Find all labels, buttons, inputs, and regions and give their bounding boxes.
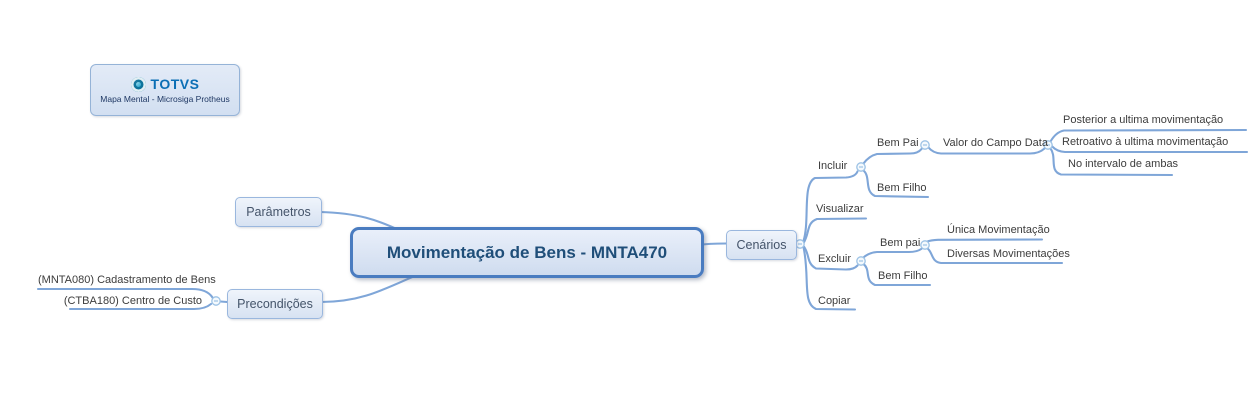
- edge-bempai2-diversas: [925, 246, 1064, 265]
- topic-precondicoes[interactable]: Precondições: [227, 289, 323, 319]
- root-topic[interactable]: Movimentação de Bens - MNTA470: [350, 227, 704, 278]
- topic-valor-campo-data[interactable]: Valor do Campo Data: [943, 137, 1048, 149]
- edge-precondicoes-mnta080: [36, 287, 214, 299]
- topic-bem-filho-excluir[interactable]: Bem Filho: [878, 270, 928, 282]
- edge-valordata-intervalo: [1049, 147, 1174, 177]
- topic-bem-pai-excluir[interactable]: Bem pai: [880, 237, 921, 249]
- totvs-legend-box[interactable]: TOTVS Mapa Mental - Microsiga Protheus: [90, 64, 240, 116]
- edge-precondicoes-ctba180: [68, 302, 213, 311]
- edge-toggle-precondicoes: [219, 300, 229, 304]
- topic-excluir[interactable]: Excluir: [818, 253, 852, 265]
- topic-parametros[interactable]: Parâmetros: [235, 197, 322, 227]
- topic-bem-pai-incluir[interactable]: Bem Pai: [877, 137, 919, 149]
- toggle-incluir[interactable]: [856, 162, 866, 172]
- toggle-cenarios[interactable]: [795, 239, 805, 249]
- totvs-circle-icon: [130, 76, 146, 92]
- edge-incluir-bempai: [862, 147, 923, 165]
- edge-valordata-posterior: [1049, 128, 1248, 143]
- topic-posterior[interactable]: Posterior a ultima movimentação: [1063, 114, 1224, 126]
- edge-cenarios-visualizar: [802, 217, 868, 245]
- edge-cenarios-incluir: [802, 170, 859, 243]
- toggle-valordata[interactable]: [1043, 140, 1053, 150]
- topic-diversas-movimentacoes[interactable]: Diversas Movimentações: [947, 248, 1070, 260]
- edge-incluir-bemfilho: [862, 169, 930, 199]
- totvs-caption: Mapa Mental - Microsiga Protheus: [100, 94, 230, 104]
- edge-valordata-retroativo: [1051, 145, 1249, 154]
- topic-bem-filho-incluir[interactable]: Bem Filho: [877, 182, 927, 194]
- toggle-bempai-excluir[interactable]: [920, 240, 930, 250]
- edge-cenarios-copiar: [802, 245, 857, 311]
- toggle-circles: [211, 140, 1053, 306]
- totvs-brand-text: TOTVS: [150, 76, 200, 92]
- branch-lines: [36, 128, 1249, 311]
- topic-unica-movimentacao[interactable]: Única Movimentação: [947, 224, 1050, 236]
- toggle-precondicoes[interactable]: [211, 296, 221, 306]
- edge-excluir-bempai: [862, 247, 923, 259]
- topic-copiar[interactable]: Copiar: [818, 295, 851, 307]
- edge-bempai2-unica: [925, 238, 1044, 243]
- edge-bempai-valordata: [927, 146, 1046, 155]
- edge-cenarios-excluir: [802, 244, 859, 271]
- totvs-logo: TOTVS: [130, 76, 200, 92]
- topic-incluir[interactable]: Incluir: [818, 160, 848, 172]
- topic-intervalo[interactable]: No intervalo de ambas: [1068, 158, 1179, 170]
- edge-excluir-bemfilho: [862, 262, 932, 287]
- topic-retroativo[interactable]: Retroativo à ultima movimentação: [1062, 136, 1229, 148]
- topic-visualizar[interactable]: Visualizar: [816, 203, 864, 215]
- topic-cenarios[interactable]: Cenários: [726, 230, 797, 260]
- toggle-bempai-incluir[interactable]: [920, 140, 930, 150]
- toggle-excluir[interactable]: [856, 256, 866, 266]
- topic-ctba180[interactable]: (CTBA180) Centro de Custo: [63, 295, 202, 307]
- topic-mnta080[interactable]: (MNTA080) Cadastramento de Bens: [38, 274, 216, 286]
